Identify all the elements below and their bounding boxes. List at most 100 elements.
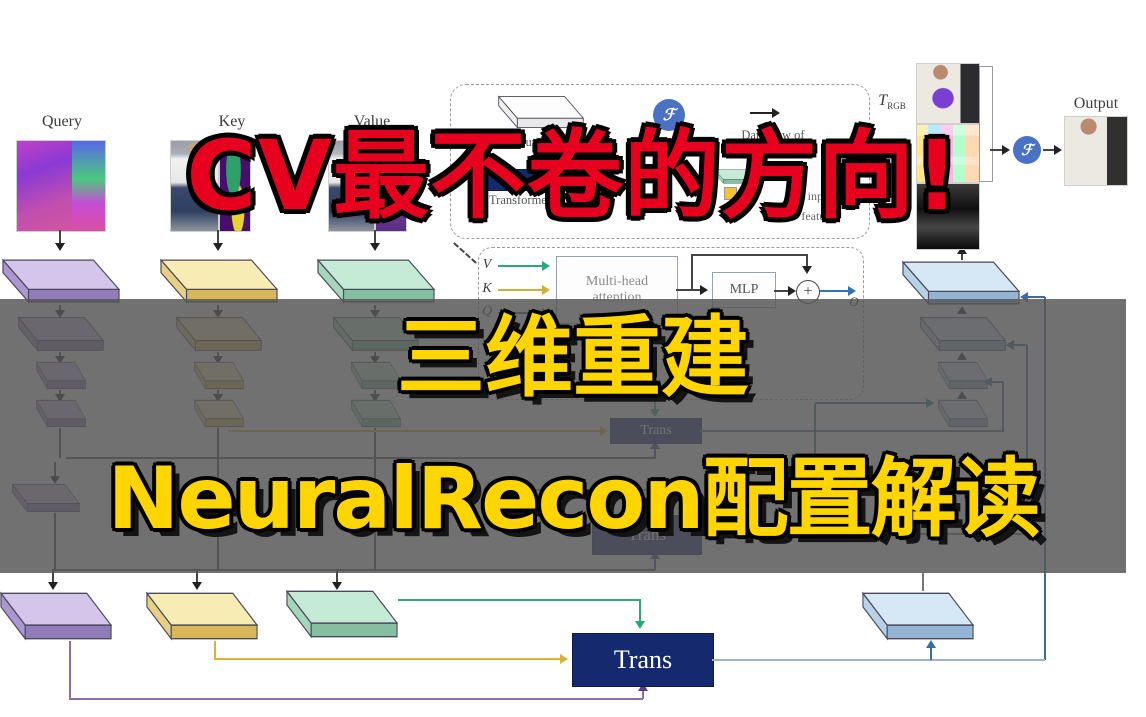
- mlp-plus-arrow: [788, 286, 796, 296]
- transb-output-line: [712, 659, 1045, 661]
- mlp-label: MLP: [729, 281, 759, 297]
- script-f-glyph: ℱ: [1021, 142, 1033, 159]
- script-f-glyph: ℱ: [662, 107, 676, 124]
- residual-line: [691, 255, 693, 289]
- legend-trans-chip: Trans: [480, 169, 562, 191]
- legend-fragment: feature: [801, 209, 835, 223]
- legend-conv-icon: [498, 95, 584, 129]
- value-down-line: [374, 230, 376, 244]
- k-line: [498, 289, 546, 291]
- feature-slab: [286, 589, 398, 639]
- decoder-top-stub: [922, 573, 924, 591]
- legend-yellow-square-icon: [724, 187, 737, 200]
- transb-purple-line: [69, 641, 71, 699]
- mha-line1: Multi-head: [585, 273, 649, 289]
- legend-flow-icon: [750, 112, 774, 114]
- query-label: Query: [42, 113, 82, 130]
- transb-green-arrow: [635, 621, 645, 629]
- t-gray-map-image: [916, 183, 980, 250]
- t-color-map-image: [916, 124, 980, 183]
- mha-mlp-line: [676, 289, 704, 291]
- key-segmentation-image: [219, 140, 251, 232]
- skip-arrow: [1020, 292, 1028, 302]
- decoder-slab: [902, 260, 1020, 306]
- v-line: [498, 265, 546, 267]
- value-photo-image: [328, 140, 375, 232]
- key-down-arrow: [213, 243, 223, 251]
- k-arrow: [542, 285, 550, 295]
- trans-label: Trans: [613, 645, 673, 674]
- overlay-band: [0, 299, 1126, 573]
- transb-yellow-line: [214, 658, 564, 660]
- query-down-arrow: [55, 243, 65, 251]
- residual-line: [691, 254, 807, 256]
- o-arrow: [848, 286, 856, 296]
- drop-arrow: [192, 582, 202, 590]
- legend-fragment: input: [807, 189, 833, 203]
- skip-line: [1028, 296, 1045, 298]
- legend-fragment: ge: [739, 192, 751, 206]
- trans-block-bottom: Trans: [572, 633, 714, 687]
- trans-label: Trans: [507, 172, 535, 187]
- residual-line: [806, 254, 808, 268]
- decoder-up-arrow: [957, 246, 967, 254]
- drop-line: [336, 569, 338, 583]
- t-rgb-photo-image: [916, 63, 980, 124]
- k-label: K: [482, 281, 492, 296]
- legend-green-slab-icon: [714, 169, 756, 184]
- output-image: [1064, 116, 1128, 186]
- transb-purple-line: [642, 689, 644, 699]
- decoder-up-line: [961, 254, 963, 260]
- legend-flow-arrow-icon: [772, 108, 780, 118]
- feature-slab: [146, 591, 258, 641]
- feature-slab: [160, 258, 278, 304]
- v-arrow: [542, 261, 550, 271]
- banner-subtitle-1: 三维重建: [396, 306, 749, 409]
- t-symbol: T: [878, 92, 888, 109]
- stack-bracket: [979, 66, 993, 182]
- v-label: V: [482, 257, 492, 272]
- legend-flow-line1: Data flow of: [741, 128, 805, 142]
- legend-pointer-line: [453, 242, 477, 264]
- legend-mask-label: Mask-fusion: [638, 135, 702, 149]
- value-map-image: [375, 140, 407, 232]
- legend-flow-line2: copy layer: [746, 143, 800, 158]
- residual-arrow: [802, 266, 812, 274]
- banner-subtitle-2: NeuralRecon配置解读: [107, 449, 1040, 549]
- transb-yellow-line: [214, 641, 216, 659]
- value-label: Value: [353, 113, 391, 130]
- transb-green-line: [639, 599, 641, 623]
- feature-slab: [0, 591, 112, 641]
- drop-arrow: [48, 582, 58, 590]
- legend-box: [450, 84, 870, 239]
- query-image: [16, 140, 106, 232]
- fusion-f-icon: ℱ: [1013, 136, 1041, 164]
- output-input-arrow: [1054, 145, 1062, 155]
- key-label: Key: [218, 113, 246, 130]
- o-line: [820, 290, 852, 292]
- transb-branch-line: [930, 646, 932, 660]
- mlp-plus-line: [774, 290, 792, 292]
- value-down-arrow: [370, 243, 380, 251]
- legend-f-icon: ℱ: [653, 99, 685, 131]
- drop-arrow: [332, 582, 342, 590]
- fusion-input-arrow: [1002, 145, 1010, 155]
- transb-yellow-arrow: [560, 654, 568, 664]
- feature-slab: [2, 258, 120, 304]
- legend-trans-desc: Transformer: [488, 193, 552, 207]
- transb-purple-line: [69, 698, 643, 700]
- transb-green-line: [398, 599, 640, 601]
- mha-mlp-arrow: [700, 285, 708, 295]
- legend-conv-label: Convolution layer: [488, 135, 580, 149]
- output-label: Output: [1073, 95, 1119, 112]
- banner-title: CV最不卷的方向!: [186, 120, 960, 232]
- drop-line: [196, 569, 198, 583]
- query-down-line: [59, 230, 61, 244]
- t-rgb-label: TRGB: [872, 92, 912, 111]
- feature-slab: [317, 258, 435, 304]
- t-subscript: RGB: [887, 101, 906, 112]
- transb-branch-arrow: [926, 640, 936, 648]
- fusion-input-line: [990, 149, 1006, 151]
- output-input-line: [1043, 149, 1058, 151]
